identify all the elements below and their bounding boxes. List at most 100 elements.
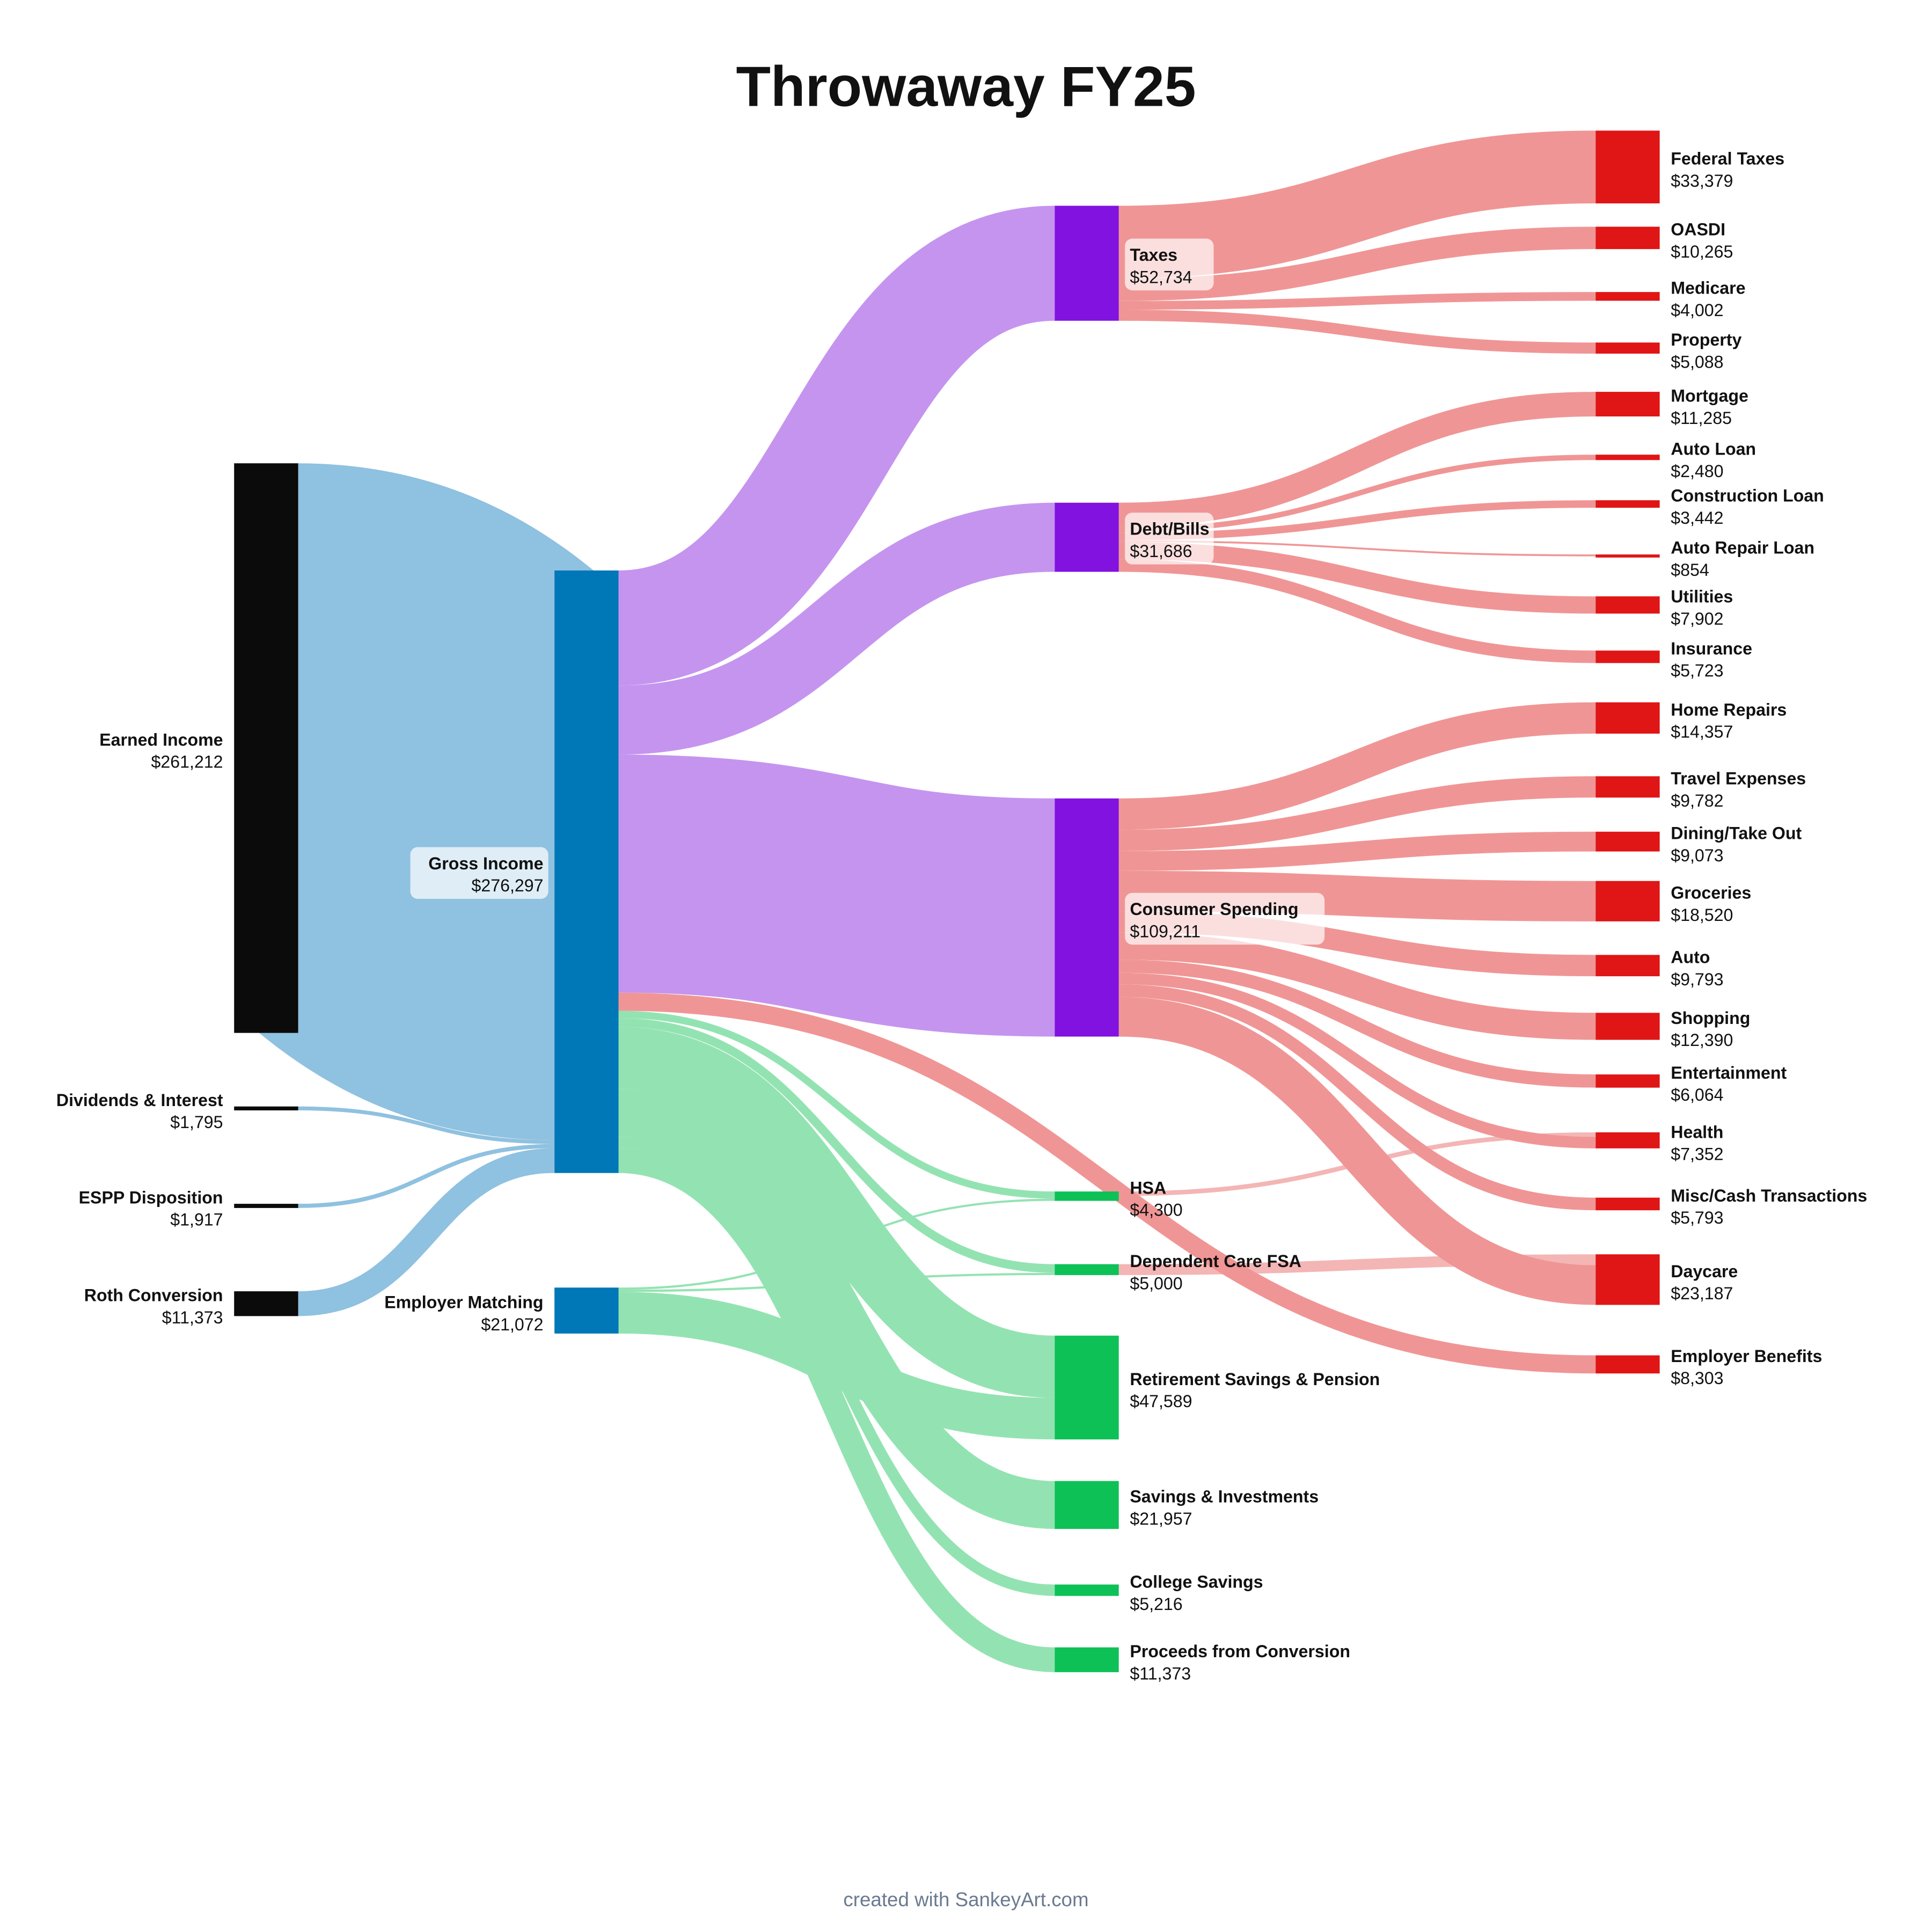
node-value-gross: $276,297 [472, 876, 544, 895]
node-oasdi[interactable] [1596, 226, 1660, 250]
node-label-consumer: Consumer Spending [1130, 899, 1298, 919]
node-shopping[interactable] [1596, 1013, 1660, 1040]
node-value-medicare: $4,002 [1671, 301, 1723, 320]
node-autoloan[interactable] [1596, 455, 1660, 460]
node-entertainment[interactable] [1596, 1074, 1660, 1088]
node-homerepairs[interactable] [1596, 702, 1660, 734]
node-value-travel: $9,782 [1671, 791, 1723, 810]
link-debt-to-insurance[interactable] [1118, 559, 1596, 663]
link-match-to-retire[interactable] [618, 1292, 1055, 1440]
node-health[interactable] [1596, 1132, 1660, 1148]
node-construction[interactable] [1596, 500, 1660, 508]
link-gross-to-taxes[interactable] [616, 206, 1057, 686]
node-label-mortgage: Mortgage [1671, 386, 1748, 405]
node-travel[interactable] [1596, 776, 1660, 798]
node-consumer[interactable] [1055, 798, 1119, 1037]
node-gross[interactable] [554, 570, 619, 1173]
link-consumer-to-homerepairs[interactable] [1118, 702, 1596, 830]
links-layer [229, 130, 1596, 1672]
link-consumer-to-groceries[interactable] [1118, 870, 1596, 921]
node-label-college: College Savings [1130, 1572, 1263, 1592]
node-insurance[interactable] [1596, 650, 1660, 663]
node-label-debt: Debt/Bills [1130, 519, 1209, 539]
node-college[interactable] [1055, 1584, 1119, 1596]
link-consumer-to-dining[interactable] [1118, 831, 1596, 871]
nodes-layer [234, 130, 1660, 1672]
link-espp-to-gross[interactable] [298, 1144, 555, 1208]
node-savings[interactable] [1055, 1481, 1119, 1529]
node-label-federal: Federal Taxes [1671, 149, 1784, 169]
node-proceeds[interactable] [1055, 1647, 1119, 1672]
label-bg-debt [1125, 513, 1214, 565]
node-label-roth: Roth Conversion [84, 1286, 223, 1305]
link-earned-to-gross[interactable] [229, 463, 624, 1140]
link-match-to-dcfsa[interactable] [618, 1272, 1055, 1292]
node-label-dining: Dining/Take Out [1671, 824, 1802, 843]
node-retire[interactable] [1055, 1335, 1119, 1440]
link-taxes-to-property[interactable] [1118, 310, 1596, 354]
node-div[interactable] [234, 1106, 298, 1111]
link-taxes-to-medicare[interactable] [1118, 292, 1596, 310]
node-value-match: $21,072 [481, 1315, 543, 1334]
node-label-autoloan: Auto Loan [1671, 440, 1756, 459]
node-value-utilities: $7,902 [1671, 609, 1723, 628]
node-label-div: Dividends & Interest [56, 1091, 223, 1110]
node-value-health: $7,352 [1671, 1145, 1723, 1164]
node-hsa[interactable] [1055, 1191, 1119, 1201]
node-taxes[interactable] [1055, 206, 1119, 321]
node-value-roth: $11,373 [162, 1308, 223, 1327]
node-label-utilities: Utilities [1671, 587, 1733, 606]
node-value-consumer: $109,211 [1130, 921, 1201, 941]
link-consumer-to-daycare[interactable] [1118, 997, 1596, 1305]
node-daycare[interactable] [1596, 1254, 1660, 1305]
node-property[interactable] [1596, 342, 1660, 354]
link-gross-to-dcfsa[interactable] [618, 1018, 1055, 1273]
node-value-hsa: $4,300 [1130, 1201, 1182, 1220]
link-gross-to-savings[interactable] [618, 1089, 1056, 1529]
node-medicare[interactable] [1596, 292, 1660, 301]
link-taxes-to-federal[interactable] [1118, 130, 1596, 279]
node-federal[interactable] [1596, 130, 1660, 203]
node-label-misc: Misc/Cash Transactions [1671, 1186, 1867, 1205]
link-consumer-to-entertainment[interactable] [1118, 960, 1596, 1088]
node-label-travel: Travel Expenses [1671, 769, 1806, 788]
link-consumer-to-shopping[interactable] [1118, 932, 1596, 1040]
node-groceries[interactable] [1596, 881, 1660, 921]
link-gross-to-consumer[interactable] [618, 755, 1055, 1037]
node-utilities[interactable] [1596, 596, 1660, 614]
link-gross-to-retire[interactable] [618, 1027, 1056, 1398]
link-roth-to-gross[interactable] [298, 1148, 555, 1316]
node-value-dcfsa: $5,000 [1130, 1274, 1182, 1293]
link-gross-to-debt[interactable] [618, 502, 1055, 755]
label-bg-gross [410, 847, 548, 899]
node-value-entertainment: $6,064 [1671, 1085, 1723, 1104]
node-misc[interactable] [1596, 1197, 1660, 1211]
node-espp[interactable] [234, 1204, 298, 1208]
node-label-match: Employer Matching [384, 1292, 543, 1312]
node-earned[interactable] [234, 463, 298, 1033]
node-dining[interactable] [1596, 831, 1660, 852]
node-roth[interactable] [234, 1291, 298, 1316]
node-match[interactable] [554, 1287, 619, 1334]
node-value-autorepair: $854 [1671, 560, 1709, 580]
node-label-shopping: Shopping [1671, 1008, 1750, 1028]
node-dcfsa[interactable] [1055, 1264, 1119, 1275]
node-label-benefits: Employer Benefits [1671, 1346, 1822, 1366]
link-consumer-to-misc[interactable] [1118, 984, 1596, 1211]
link-debt-to-mortgage[interactable] [1118, 392, 1596, 528]
node-mortgage[interactable] [1596, 392, 1660, 416]
link-consumer-to-travel[interactable] [1118, 776, 1596, 851]
link-match-to-hsa[interactable] [618, 1198, 1055, 1290]
link-gross-to-benefits[interactable] [618, 992, 1596, 1374]
node-auto[interactable] [1596, 955, 1660, 977]
link-div-to-gross[interactable] [298, 1106, 555, 1144]
link-gross-to-hsa[interactable] [618, 1011, 1055, 1199]
node-debt[interactable] [1055, 502, 1119, 572]
link-gross-to-proceeds[interactable] [618, 1148, 1055, 1672]
node-autorepair[interactable] [1596, 554, 1660, 558]
node-benefits[interactable] [1596, 1355, 1660, 1374]
footer-credit[interactable]: created with SankeyArt.com [843, 1889, 1088, 1911]
link-consumer-to-health[interactable] [1118, 972, 1596, 1148]
node-label-groceries: Groceries [1671, 883, 1751, 903]
